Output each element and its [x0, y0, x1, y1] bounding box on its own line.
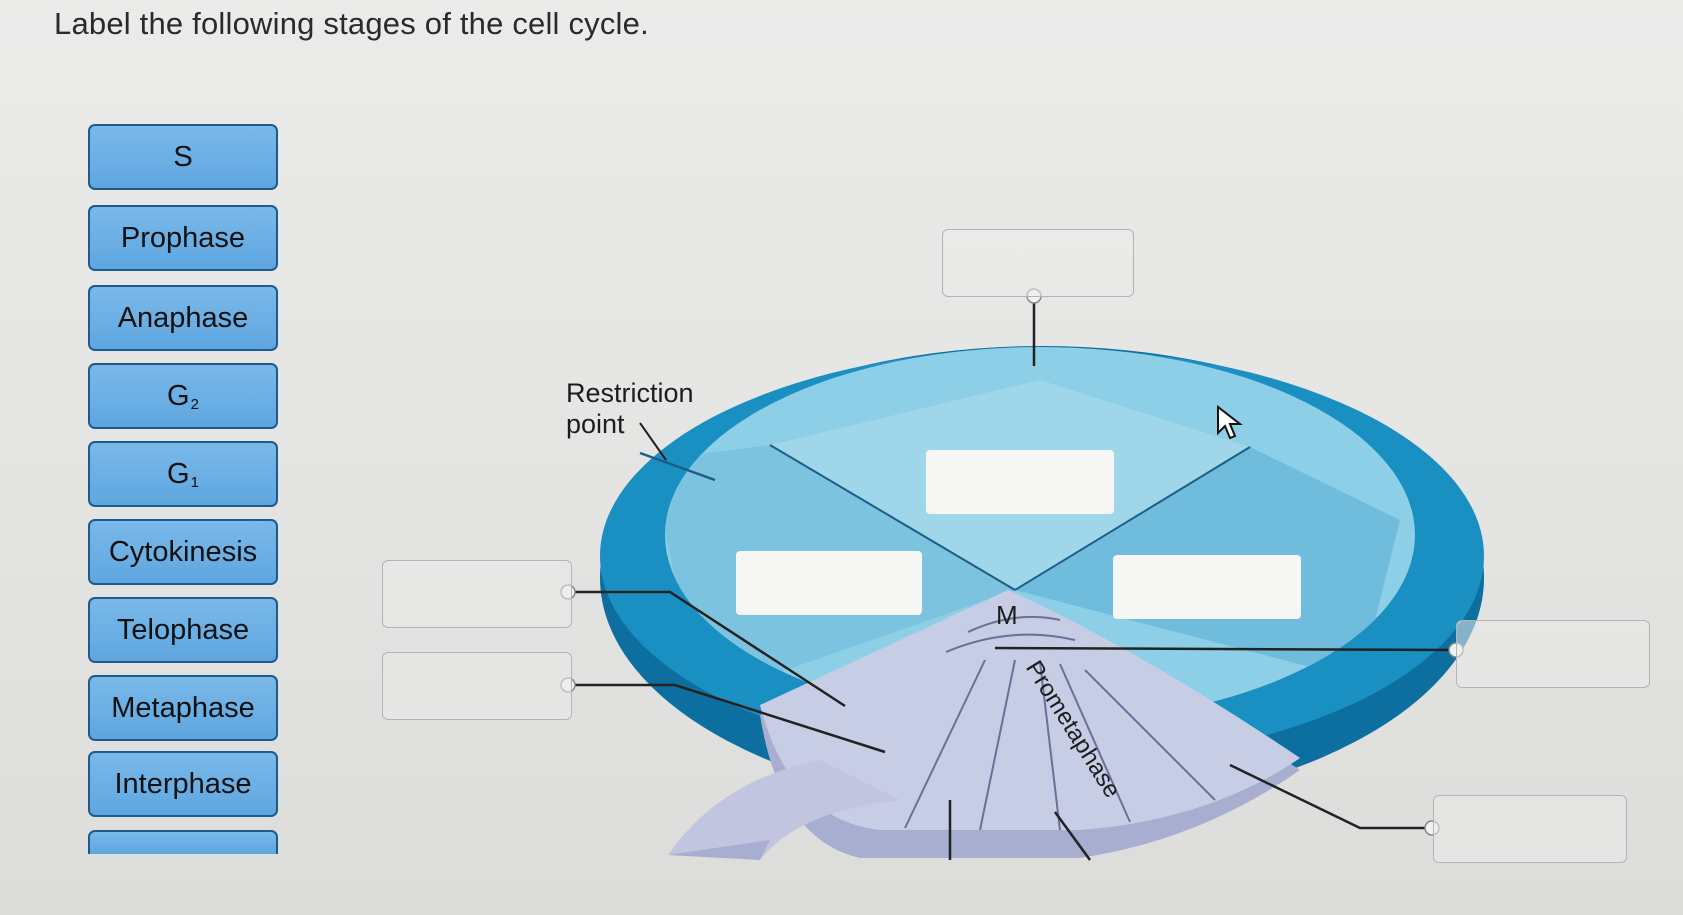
- restriction-point-line1: Restriction: [566, 378, 694, 409]
- restriction-point-line2: point: [566, 409, 694, 440]
- drop-zone-inner-left[interactable]: [736, 551, 922, 615]
- drop-zone-left-lower[interactable]: [382, 652, 572, 720]
- drop-zone-right-lower[interactable]: [1433, 795, 1627, 863]
- drop-zone-inner-right[interactable]: [1113, 555, 1301, 619]
- mouse-cursor-icon: [1216, 405, 1244, 443]
- m-phase-label: M: [996, 600, 1018, 631]
- drop-zone-top[interactable]: [942, 229, 1134, 297]
- restriction-point-label: Restriction point: [566, 378, 694, 440]
- drop-zone-inner-top[interactable]: [926, 450, 1114, 514]
- drop-zone-right-upper[interactable]: [1456, 620, 1650, 688]
- drop-zone-left-upper[interactable]: [382, 560, 572, 628]
